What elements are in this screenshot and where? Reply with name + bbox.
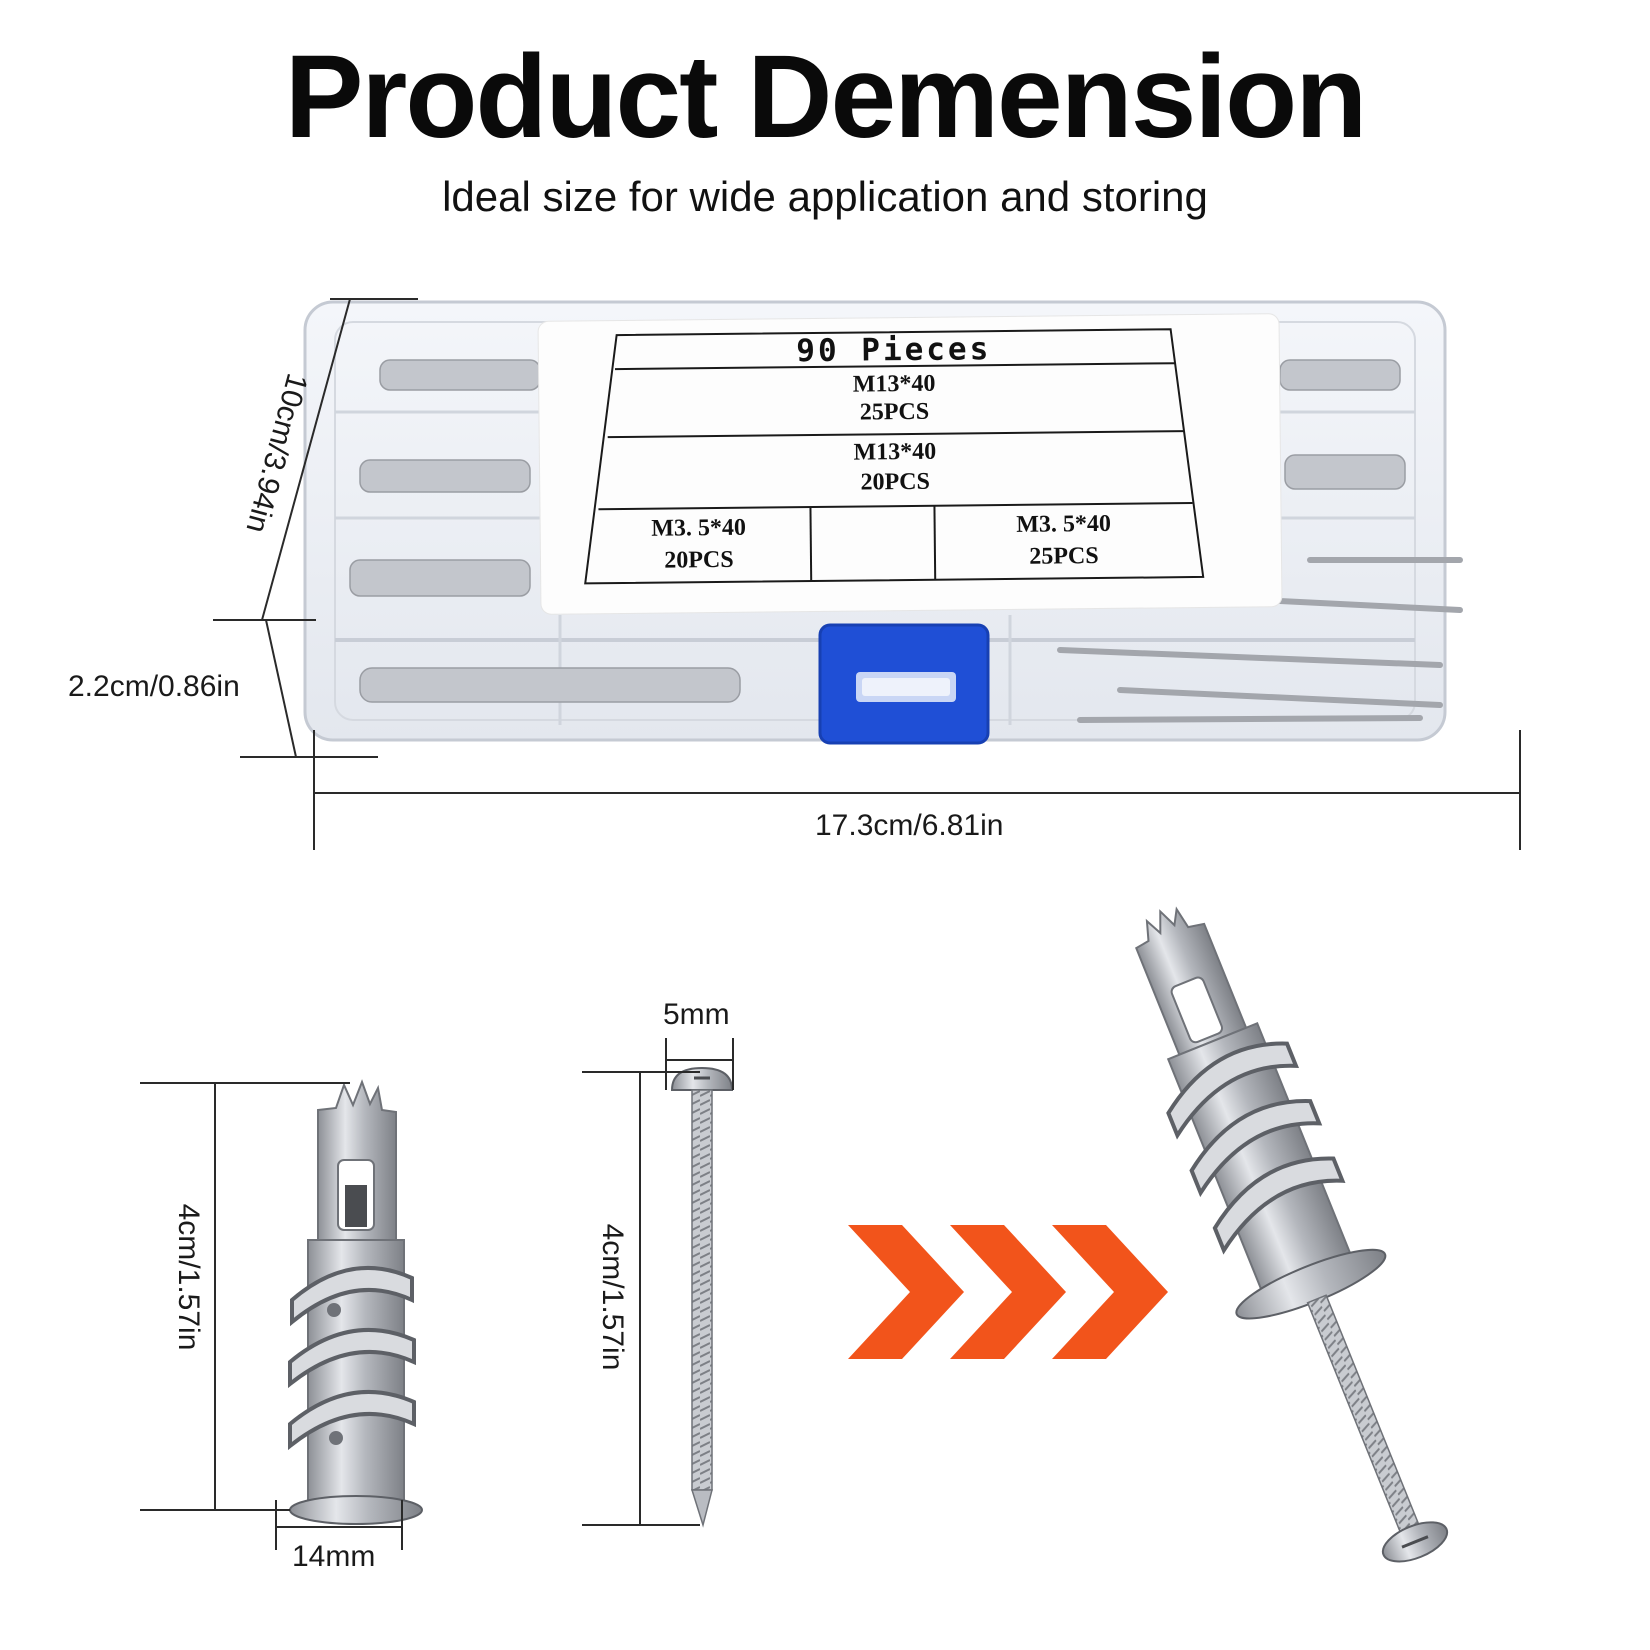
wall-anchor-illustration — [288, 1079, 423, 1525]
screw-head-dimension — [665, 1038, 734, 1090]
anchor-length-label: 4cm/1.57in — [172, 1203, 205, 1351]
screw-length-label: 4cm/1.57in — [596, 1223, 629, 1371]
anchor-flange-dimension — [275, 1500, 403, 1550]
label-header: 90 Pieces — [796, 331, 992, 370]
anchor-length-dimension — [140, 1082, 350, 1511]
box-depth-label: 2.2cm/0.86in — [68, 670, 240, 703]
screws-in-box — [1057, 557, 1463, 723]
box-width-dimension — [313, 730, 1521, 850]
label-row3-left-spec: M3. 5*40 — [651, 514, 747, 542]
page-subtitle: ldeal size for wide application and stor… — [442, 173, 1208, 220]
screw-illustration — [670, 1066, 734, 1528]
label-row3-left-qty: 20PCS — [664, 546, 734, 574]
screw-length-dimension — [582, 1071, 700, 1526]
anchors-in-box — [349, 359, 1406, 703]
anchor-flange-label: 14mm — [292, 1540, 376, 1573]
assembled-anchor-illustration — [1135, 906, 1449, 1563]
box-depth-dimension — [240, 619, 378, 758]
box-width-label: 17.3cm/6.81in — [815, 809, 1004, 842]
screw-head-label: 5mm — [663, 998, 730, 1031]
box-height-dimension — [213, 298, 418, 621]
page-title: Product Demension — [284, 31, 1368, 163]
label-row3-right-qty: 25PCS — [1029, 543, 1099, 570]
label-row3-right-spec: M3. 5*40 — [1016, 510, 1112, 538]
label-card-grid — [584, 328, 1205, 585]
direction-arrows — [848, 1225, 1168, 1359]
box-latch — [818, 623, 990, 745]
lid-label-card: 90 Pieces M13*40 25PCS M13*40 20PCS M3. … — [538, 314, 1282, 614]
